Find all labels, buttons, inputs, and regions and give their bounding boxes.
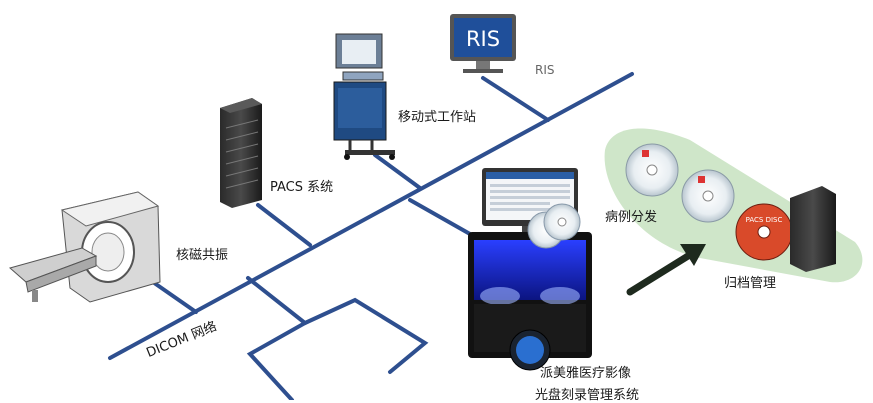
disc-publisher-icon: [468, 168, 592, 371]
workstation-link: [373, 153, 422, 190]
mri-scanner-icon: [8, 191, 161, 303]
disc-publisher-label-line1: 派美雅医疗影像: [540, 366, 632, 381]
ris-link: [481, 76, 550, 122]
network-lines: [108, 72, 634, 400]
pacs-label: PACS 系统: [270, 180, 334, 195]
archive-server-icon: [790, 186, 836, 272]
archive-label: 归档管理: [724, 276, 777, 291]
mobile-workstation-label: 移动式工作站: [398, 110, 477, 125]
mobile-workstation-icon: [333, 33, 395, 160]
pacs-server-icon: [220, 98, 262, 208]
mri-label: 核磁共振: [176, 248, 229, 263]
disc-publisher-label-line2: 光盘刻录管理系统: [535, 388, 640, 403]
ris-label: RIS: [535, 63, 555, 77]
archive-arrow: [626, 244, 706, 296]
distribution-zone: PACS DISC: [604, 128, 863, 283]
ris-screen-text: RIS: [466, 27, 500, 51]
lower-branch: [246, 276, 309, 400]
lower-branch-2: [303, 297, 429, 374]
mri-link: [148, 278, 198, 314]
publisher-link: [408, 198, 472, 236]
pacs-disc-label: PACS DISC: [746, 216, 783, 224]
ris-monitor: RIS: [450, 14, 516, 73]
pacs-link: [256, 203, 312, 247]
case-distribution-label: 病例分发: [605, 210, 658, 225]
